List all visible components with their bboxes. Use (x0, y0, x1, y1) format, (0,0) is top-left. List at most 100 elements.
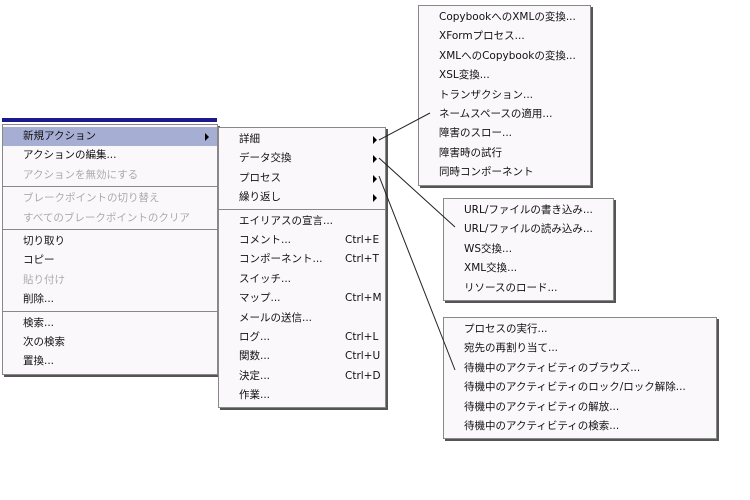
menu-item[interactable]: 関数... Ctrl+U (219, 347, 385, 366)
menu-item[interactable]: CopybookへのXMLの変換... (419, 8, 590, 27)
menu-item-label: スイッチ... (239, 272, 292, 285)
menu-item[interactable]: コメント... Ctrl+E (219, 231, 385, 250)
menu-item-label: 待機中のアクティビティのロック/ロック解除... (464, 381, 686, 394)
menu-item[interactable]: 検索... (3, 314, 217, 333)
menu-item[interactable]: XFormプロセス... (419, 27, 590, 46)
menu-item[interactable]: エイリアスの宣言... (219, 212, 385, 231)
menu-item: 貼り付け (3, 271, 217, 290)
menu-item-label: 置換... (23, 355, 55, 368)
menu-item: アクションを無効にする (3, 166, 217, 185)
menu-item[interactable]: 置換... (3, 352, 217, 371)
menu-item[interactable]: XML交換... (444, 259, 613, 278)
menu-item[interactable]: URL/ファイルの読み込み... (444, 220, 613, 239)
menu-item-label: 同時コンポーネント (439, 166, 534, 179)
menu-item-label: 新規アクション (23, 130, 96, 142)
menu-item[interactable]: プロセス (219, 169, 385, 188)
menu-separator (3, 310, 217, 312)
menu-item-label: URL/ファイルの書き込み... (464, 204, 593, 216)
menu-item[interactable]: 決定... Ctrl+D (219, 367, 385, 386)
menu-item-label: 次の検索 (23, 335, 65, 348)
process-submenu: プロセスの実行... 宛先の再割り当て... 待機中のアクティビティのブラウズ...… (443, 317, 717, 440)
shortcut-label: Ctrl+E (345, 233, 380, 246)
menu-item-label: プロセスの実行... (464, 323, 548, 335)
menu-item[interactable]: 作業... (219, 386, 385, 405)
menu-item-label: リソースのロード... (464, 281, 558, 294)
menu-item-label: WS交換... (464, 242, 513, 255)
menu-item[interactable]: URL/ファイルの書き込み... (444, 201, 613, 220)
menu-item[interactable]: ログ... Ctrl+L (219, 328, 385, 347)
menu-item-label: コメント... (239, 233, 292, 246)
menu-item-label: プロセス (239, 171, 281, 184)
menu-item[interactable]: 詳細 (219, 130, 385, 149)
menu-item[interactable]: 次の検索 (3, 333, 217, 352)
menu-item-label: 繰り返し (239, 191, 281, 204)
menu-item[interactable]: ネームスペースの適用... (419, 105, 590, 124)
context-menu: 新規アクションアクションの編集...アクションを無効にするブレークポイントの切り… (2, 124, 218, 375)
menu-item[interactable]: コンポーネント...Ctrl+T (219, 250, 385, 269)
menu-item[interactable]: XMLへのCopybookの変換... (419, 47, 590, 66)
callout-line-process (378, 175, 456, 371)
shortcut-label: Ctrl+D (345, 369, 381, 382)
menu-item[interactable]: 待機中のアクティビティのブラウズ... (444, 359, 716, 378)
menu-item-label: 貼り付け (23, 273, 65, 286)
menu-item-label: 関数... (239, 350, 271, 363)
menu-item-label: トランザクション... (439, 88, 534, 101)
menu-item[interactable]: マップ...Ctrl+M (219, 289, 385, 308)
menu-item[interactable]: 待機中のアクティビティの解放... (444, 398, 716, 417)
menu-item[interactable]: メールの送信... (219, 309, 385, 328)
menu-item-label: 待機中のアクティビティの解放... (464, 400, 620, 413)
menu-item-label: データ交換 (239, 152, 292, 165)
submenu-arrow-icon (205, 133, 209, 141)
menu-item-label: ネームスペースの適用... (439, 107, 553, 120)
menu-item[interactable]: XSL変換... (419, 66, 590, 85)
submenu-arrow-icon (373, 136, 377, 144)
menu-item[interactable]: データ交換 (219, 149, 385, 168)
menu-item[interactable]: 繰り返し (219, 188, 385, 207)
menu-item[interactable]: 障害のスロー... (419, 124, 590, 143)
menu-item-label: XFormプロセス... (439, 30, 525, 43)
menu-item[interactable]: 切り取り (3, 232, 217, 251)
menu-item[interactable]: 待機中のアクティビティの検索... (444, 417, 716, 436)
callout-line-data-exchange (378, 157, 456, 228)
menu-item[interactable]: アクションの編集... (3, 146, 217, 165)
menu-item-label: 障害のスロー... (439, 127, 513, 140)
menu-item[interactable]: 宛先の再割り当て... (444, 339, 716, 358)
menu-item[interactable]: 同時コンポーネント (419, 163, 590, 182)
menu-item[interactable]: リソースのロード... (444, 279, 613, 298)
shortcut-label: Ctrl+U (345, 350, 381, 363)
menu-item[interactable]: コピー (3, 251, 217, 270)
menu-item-label: アクションの編集... (23, 149, 117, 162)
menu-item[interactable]: プロセスの実行... (444, 320, 716, 339)
menu-item-label: CopybookへのXMLの変換... (439, 11, 576, 23)
menu-item[interactable]: 削除... (3, 290, 217, 309)
menu-item-label: ログ... (239, 330, 271, 343)
callout-line-details (378, 112, 431, 141)
menu-separator (3, 186, 217, 188)
menu-item-label: XML交換... (464, 262, 518, 275)
menu-separator (219, 208, 385, 210)
menu-item-label: 切り取り (23, 234, 65, 247)
menu-item-label: 作業... (239, 389, 271, 402)
menu-item: すべてのブレークポイントのクリア (3, 209, 217, 228)
menu-item[interactable]: 待機中のアクティビティのロック/ロック解除... (444, 378, 716, 397)
menu-item-label: XMLへのCopybookの変換... (439, 49, 576, 62)
submenu-arrow-icon (373, 194, 377, 203)
menu-item-label: 待機中のアクティビティの検索... (464, 419, 620, 432)
menu-item[interactable]: 新規アクション (3, 127, 217, 147)
menu-item-label: すべてのブレークポイントのクリア (23, 211, 190, 224)
submenu-arrow-icon (373, 174, 377, 183)
menu-item-label: メールの送信... (239, 311, 313, 324)
menu-item[interactable]: 障害時の試行 (419, 144, 590, 163)
menu-item-label: XSL変換... (439, 69, 490, 82)
menu-item[interactable]: WS交換... (444, 240, 613, 259)
menu-separator (3, 228, 217, 230)
shortcut-label: Ctrl+T (345, 253, 379, 266)
menu-item[interactable]: トランザクション... (419, 86, 590, 105)
menu-item[interactable]: スイッチ... (219, 270, 385, 289)
shortcut-label: Ctrl+L (345, 330, 379, 343)
menu-item-label: 待機中のアクティビティのブラウズ... (464, 361, 641, 374)
menu-item-label: 詳細 (239, 133, 260, 145)
menu-item-label: 決定... (239, 369, 271, 382)
